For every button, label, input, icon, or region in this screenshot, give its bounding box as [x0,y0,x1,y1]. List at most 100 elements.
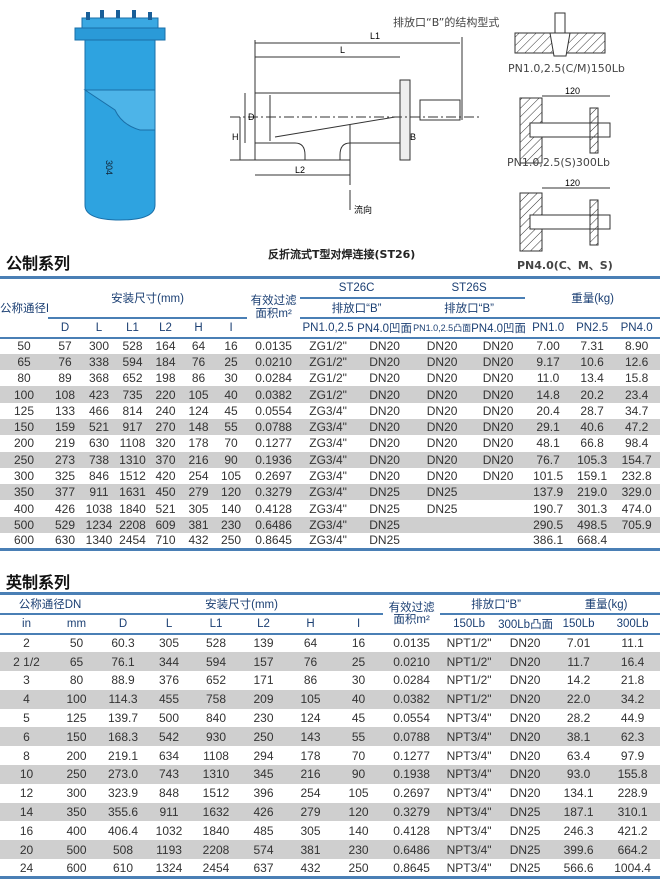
table-cell: 498.5 [571,516,614,534]
table-cell: 758 [192,689,241,709]
table-cell: NPT1/2" [440,652,499,672]
table-cell: ZG1/2" [300,386,357,403]
table-cell: 230 [334,840,384,860]
table-cell: DN20 [369,469,400,484]
table-cell: 90 [334,765,384,784]
table-cell: 2208 [116,516,149,534]
table-cell [413,516,472,534]
table-cell: 139.7 [108,711,139,726]
table-cell: 11.7 [552,652,606,672]
subheader-cell: PN1.0,2.5凸面 [413,323,472,333]
table-cell: ZG3/4" [300,418,357,436]
table-cell: 270 [149,418,182,436]
table-cell: 168.3 [100,727,147,747]
table-cell: DN20 [426,339,458,354]
table-cell: 76.1 [100,652,147,672]
table-cell: 386.1 [533,533,564,548]
subheader-cell: in [22,617,31,630]
table-cell: 2454 [202,860,230,875]
table-cell: 814 [122,403,143,418]
table-cell: 1108 [119,436,146,451]
table-cell: 250 [221,533,242,548]
table-cell: 305 [159,636,180,651]
table-cell: 219 [54,436,76,451]
table-cell: DN20 [426,403,458,418]
subheader-cell: H [194,321,203,334]
table-cell: DN20 [426,469,458,484]
table-cell: 45 [224,403,238,418]
table-cell: 250 [0,451,48,468]
header-drain-c: 排放口“B” [300,297,414,319]
table-cell: 396 [253,786,274,801]
header-area: 有效过滤面积m² [250,294,297,320]
table-cell: 594 [116,353,149,371]
table-cell: 500 [159,711,180,726]
table-cell: 139 [253,636,274,651]
table-cell: 150 [0,418,48,436]
table-cell: 105 [287,689,335,709]
table-cell: 350 [53,802,101,822]
table-cell: 2 1/2 [0,652,53,672]
dim-d: D [248,112,255,122]
metric-table: 公称通径DN 安装尺寸(mm) 有效过滤面积m² ST26C ST26S 重量(… [0,276,660,551]
table-cell: 250 [53,765,101,784]
table-cell: DN20 [498,727,553,747]
table-cell: 219.1 [108,748,139,763]
table-cell: 12 [19,786,34,801]
table-cell: 2208 [192,840,241,860]
table-cell: 47.2 [613,418,660,436]
table-cell: 300 [66,786,87,801]
table-cell: 600 [13,533,35,548]
table-cell: 350 [0,484,48,501]
table-cell: 45 [351,711,366,726]
subheader-cell: L2 [257,617,270,630]
table-cell: 911 [82,484,116,501]
table-cell: 0.1936 [247,451,301,468]
table-cell: 137.9 [525,484,572,501]
table-cell: 30 [351,673,366,688]
table-cell: 325 [54,469,76,484]
table-cell: 426 [240,802,288,822]
subheader-cell: D [60,321,70,334]
table-cell: 16 [351,636,366,651]
table-cell: 148 [182,418,215,436]
table-cell: 668.4 [577,533,608,548]
table-cell: 114.3 [100,689,147,709]
table-cell: 216 [182,451,215,468]
table-cell: 133 [54,403,76,418]
table-cell: 140 [348,823,369,838]
table-cell: 98.4 [624,436,649,451]
table-cell: 240 [155,403,176,418]
table-cell: 20.2 [571,386,614,403]
header-area: 有效过滤面积m² [388,601,435,626]
table-cell: 664.2 [605,840,660,860]
table-cell: 368 [88,371,110,386]
table-cell: 423 [82,386,116,403]
table-cell: NPT3/4" [446,711,492,726]
table-cell: 0.0210 [247,353,301,371]
table-cell: 420 [155,469,176,484]
table-cell: 63.4 [566,748,591,763]
table-cell: 16 [224,339,238,354]
table-cell: 8.90 [624,339,649,354]
st26-dimension-drawing: L1 L D H L2 B 流向 [230,31,480,215]
subheader-cell: PN4.0凹面 [471,322,526,335]
table-cell: 2454 [119,533,146,548]
table-cell: DN20 [369,339,400,354]
header-weight: 重量(kg) [525,277,660,319]
header-st26c: ST26C [300,277,414,299]
table-cell: 86 [303,673,318,688]
table-cell: 124 [300,711,321,726]
table-cell: 76.7 [525,451,572,468]
table-cell: DN20 [509,673,541,688]
table-cell: 840 [206,711,227,726]
table-cell: DN20 [498,689,553,709]
